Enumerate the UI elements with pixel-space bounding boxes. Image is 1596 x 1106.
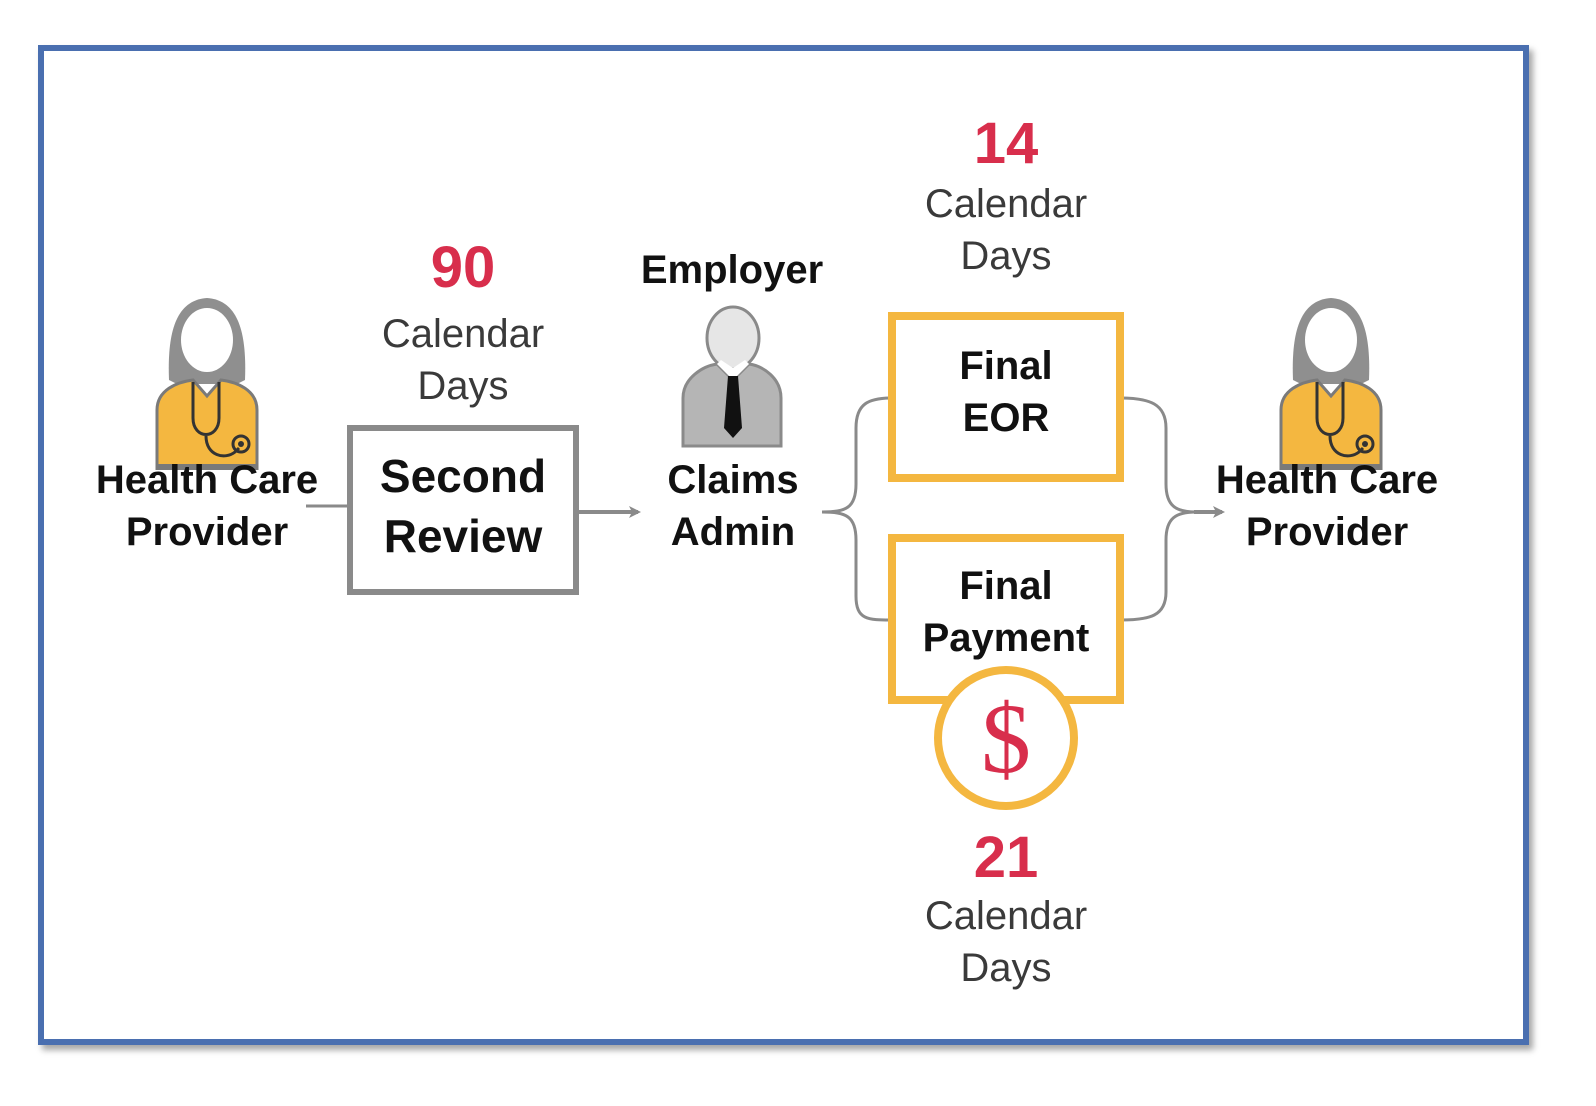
deadline-unit-line2: Days — [417, 364, 509, 408]
dollar-symbol: $ — [981, 683, 1031, 794]
final-payment-label: Final Payment — [892, 560, 1120, 664]
final-payment-line1: Final — [959, 564, 1053, 608]
doctor-icon — [1279, 296, 1383, 472]
deadline-number: 14 — [973, 111, 1039, 176]
final-payment-line2: Payment — [922, 616, 1090, 660]
deadline-number: 90 — [430, 235, 496, 300]
deadline-unit-line1: Calendar — [381, 312, 545, 356]
second-review-deadline: 90 Calendar Days — [352, 238, 574, 412]
diagram-frame — [38, 45, 1529, 1045]
claims-admin-line1: Claims — [667, 458, 799, 502]
final-payment-deadline: 21 Calendar Days — [890, 828, 1122, 994]
second-review-line1: Second — [379, 450, 547, 502]
final-eor-box — [888, 312, 1124, 482]
businessman-icon — [681, 305, 783, 448]
second-review-box — [347, 425, 579, 595]
provider-end-label: Health Care Provider — [1192, 454, 1462, 558]
deadline-unit-line2: Days — [960, 234, 1052, 278]
provider-end-line1: Health Care — [1215, 458, 1439, 502]
second-review-line2: Review — [383, 510, 543, 562]
final-eor-label: Final EOR — [892, 340, 1120, 444]
claims-admin-label: Claims Admin — [622, 454, 844, 558]
final-eor-line1: Final — [959, 344, 1053, 388]
second-review-label: Second Review — [350, 446, 576, 566]
deadline-number: 21 — [973, 825, 1039, 890]
branch-to-payment — [821, 510, 893, 622]
deadline-unit-line1: Calendar — [924, 894, 1088, 938]
merge-from-eor — [1119, 396, 1197, 514]
final-eor-line2: EOR — [962, 396, 1050, 440]
dollar-icon — [934, 666, 1078, 810]
provider-start-line1: Health Care — [95, 458, 319, 502]
deadline-unit-line1: Calendar — [924, 182, 1088, 226]
claims-admin-line2: Admin — [670, 510, 796, 554]
merge-from-payment — [1119, 510, 1197, 622]
employer-label: Employer — [640, 248, 824, 292]
branch-to-eor — [821, 396, 893, 514]
provider-start-label: Health Care Provider — [72, 454, 342, 558]
deadline-unit-line2: Days — [960, 946, 1052, 990]
provider-end-line2: Provider — [1245, 510, 1409, 554]
final-eor-deadline: 14 Calendar Days — [890, 114, 1122, 282]
doctor-icon — [155, 296, 259, 472]
provider-start-line2: Provider — [125, 510, 289, 554]
